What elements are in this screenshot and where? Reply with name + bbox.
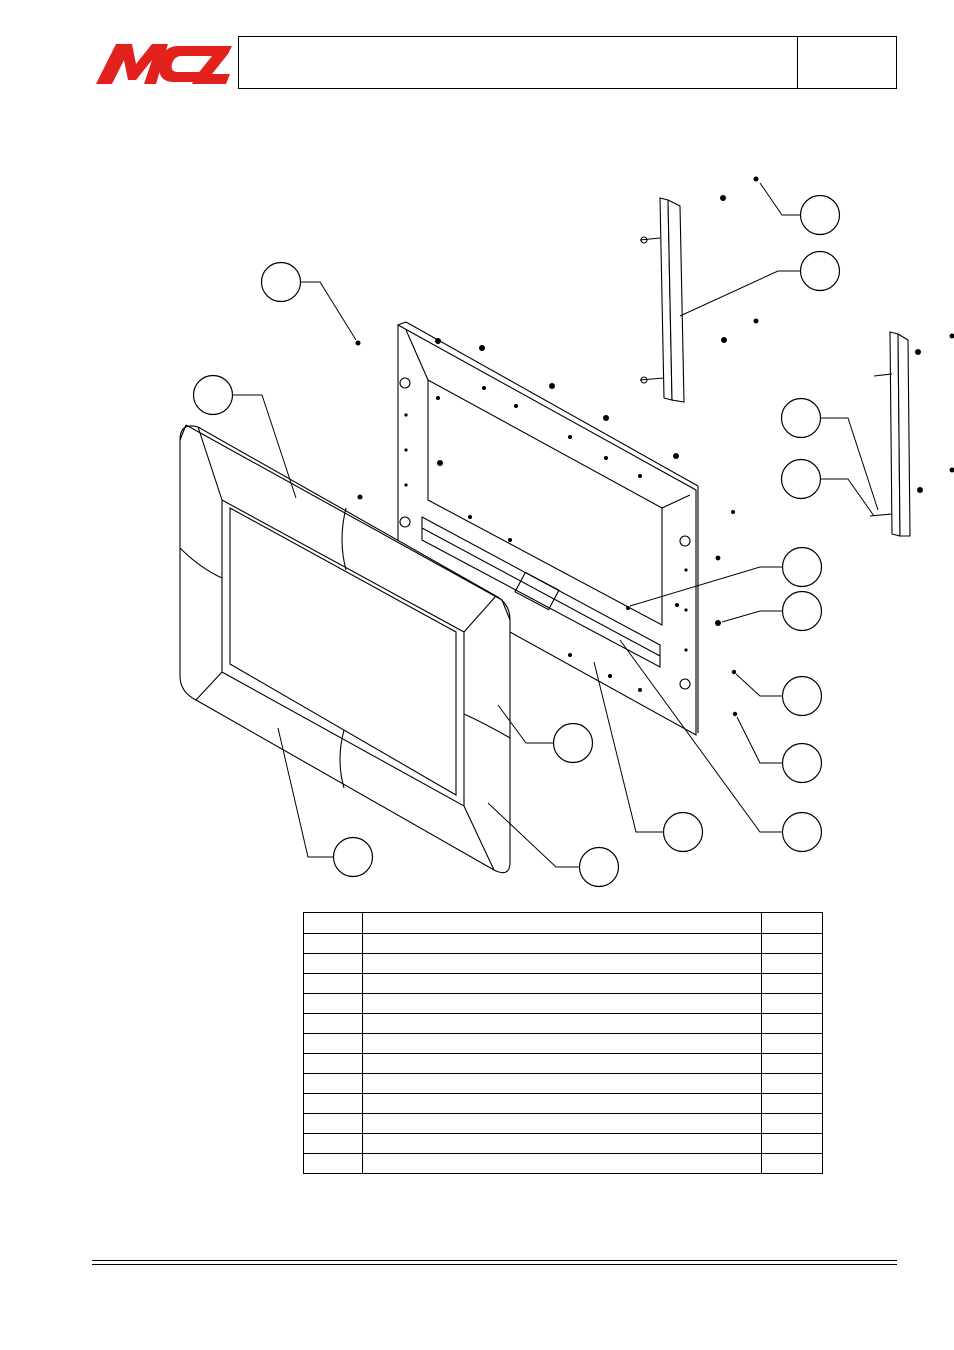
callout-3 <box>799 194 841 236</box>
callout-13 <box>552 722 594 764</box>
header-position <box>303 912 363 934</box>
cell-code <box>761 953 823 974</box>
mcz-logo <box>96 44 232 84</box>
callout-12 <box>662 811 704 853</box>
table-row <box>303 1113 823 1134</box>
cell-description <box>362 953 762 974</box>
header-code <box>761 912 823 934</box>
footer-divider <box>92 1260 897 1265</box>
table-row <box>303 953 823 974</box>
callout-8 <box>781 590 823 632</box>
table-row <box>303 973 823 994</box>
cell-code <box>761 1153 823 1174</box>
cell-description <box>362 1153 762 1174</box>
cell-code <box>761 1093 823 1114</box>
table-row <box>303 1133 823 1154</box>
cell-description <box>362 993 762 1014</box>
table-row <box>303 1093 823 1114</box>
exploded-view-drawing <box>179 176 954 888</box>
cell-position <box>303 1033 363 1054</box>
cell-position <box>303 933 363 954</box>
header-description <box>362 912 762 934</box>
cell-position <box>303 1093 363 1114</box>
callout-5 <box>780 397 822 439</box>
cell-code <box>761 1013 823 1034</box>
table-row <box>303 993 823 1014</box>
callout-15 <box>332 836 374 878</box>
table-row <box>303 933 823 954</box>
cell-position <box>303 1113 363 1134</box>
table-row <box>303 1013 823 1034</box>
cell-description <box>362 1093 762 1114</box>
cell-position <box>303 1153 363 1174</box>
cell-position <box>303 1013 363 1034</box>
cell-description <box>362 1113 762 1134</box>
cell-description <box>362 1053 762 1074</box>
back-frame <box>397 321 699 736</box>
cell-code <box>761 1133 823 1154</box>
cell-position <box>303 1133 363 1154</box>
table-row <box>303 1033 823 1054</box>
cell-code <box>761 1073 823 1094</box>
cell-code <box>761 1053 823 1074</box>
cell-description <box>362 933 762 954</box>
cell-description <box>362 1133 762 1154</box>
leader-lines <box>232 182 879 868</box>
side-bracket-bottom <box>869 331 954 537</box>
cell-code <box>761 1033 823 1054</box>
callout-10 <box>781 742 823 784</box>
cell-description <box>362 1073 762 1094</box>
parts-table-header <box>303 912 823 934</box>
callout-14 <box>578 846 620 888</box>
callout-2 <box>192 374 234 416</box>
cell-description <box>362 973 762 994</box>
cell-position <box>303 1073 363 1094</box>
callout-7 <box>781 546 823 588</box>
callouts <box>192 194 841 888</box>
document-code <box>797 37 896 88</box>
cell-description <box>362 1013 762 1034</box>
side-bracket-top <box>639 176 759 403</box>
table-row <box>303 1053 823 1074</box>
table-row <box>303 1153 823 1174</box>
front-frame <box>179 424 511 874</box>
callout-11 <box>781 811 823 853</box>
screws <box>355 340 738 717</box>
callout-6 <box>780 458 822 500</box>
callout-9 <box>781 675 823 717</box>
cell-code <box>761 993 823 1014</box>
cell-code <box>761 1113 823 1134</box>
cell-code <box>761 973 823 994</box>
parts-table <box>303 912 823 1174</box>
cell-position <box>303 1053 363 1074</box>
title-block <box>238 36 897 89</box>
callout-1 <box>260 261 302 303</box>
cell-code <box>761 933 823 954</box>
cell-position <box>303 953 363 974</box>
table-row <box>303 1073 823 1094</box>
callout-4 <box>799 250 841 292</box>
cell-position <box>303 993 363 1014</box>
cell-position <box>303 973 363 994</box>
cell-description <box>362 1033 762 1054</box>
